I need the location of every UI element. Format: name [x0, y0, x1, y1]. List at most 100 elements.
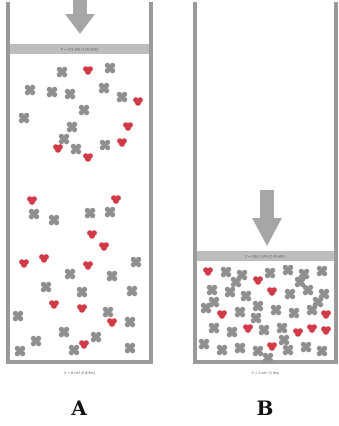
gas-molecule-icon	[126, 285, 138, 297]
gas-molecule-icon	[300, 341, 312, 353]
gas-molecule-icon	[124, 342, 136, 354]
gas-molecule-icon	[64, 88, 76, 100]
gas-molecule-icon	[267, 342, 277, 351]
gas-molecule-icon	[321, 310, 331, 319]
gas-molecule-icon	[288, 307, 300, 319]
down-arrow-icon	[252, 190, 282, 246]
gas-molecule-icon	[276, 322, 288, 334]
gas-molecule-icon	[224, 286, 236, 298]
gas-molecule-icon	[252, 300, 264, 312]
container-b	[193, 2, 338, 364]
gas-molecule-icon	[83, 261, 93, 270]
gas-molecule-icon	[30, 335, 42, 347]
gas-molecule-icon	[90, 331, 102, 343]
gas-molecule-icon	[78, 104, 90, 116]
gas-molecule-icon	[203, 267, 213, 276]
gas-molecule-icon	[18, 112, 30, 124]
gas-molecule-icon	[48, 214, 60, 226]
gas-molecule-icon	[46, 86, 58, 98]
gas-molecule-icon	[58, 326, 70, 338]
gas-molecule-icon	[316, 265, 328, 277]
gas-molecule-icon	[49, 300, 59, 309]
gas-molecule-icon	[293, 328, 303, 337]
gas-molecule-icon	[220, 266, 232, 278]
gas-molecule-icon	[76, 286, 88, 298]
gas-molecule-icon	[116, 91, 128, 103]
piston-a	[10, 44, 149, 54]
gas-molecule-icon	[316, 345, 328, 357]
piston-label-b: P = 203.1 kPa (2.00 atm)	[245, 255, 285, 259]
piston-b	[197, 251, 334, 261]
gas-molecule-icon	[282, 264, 294, 276]
gas-molecule-icon	[208, 322, 220, 334]
gas-molecule-icon	[270, 304, 282, 316]
panel-caption-b: B	[257, 396, 274, 420]
gas-molecule-icon	[53, 144, 63, 153]
gas-molecule-icon	[258, 324, 270, 336]
gas-molecule-icon	[243, 324, 253, 333]
gas-molecule-icon	[123, 122, 133, 131]
gas-molecule-icon	[104, 206, 116, 218]
gas-molecule-icon	[216, 344, 228, 356]
gas-molecule-icon	[107, 318, 117, 327]
gas-molecule-icon	[14, 345, 26, 357]
gas-molecule-icon	[111, 195, 121, 204]
gas-molecule-icon	[217, 310, 227, 319]
panel-a: P = 101 kPa (1.00 atm) V = 8 cm³ (0.8 lt…	[6, 0, 153, 375]
gas-molecule-icon	[99, 139, 111, 151]
volume-label-a: V = 8 cm³ (0.8 ltrs)	[64, 371, 95, 375]
gas-molecule-icon	[130, 256, 142, 268]
gas-molecule-icon	[230, 276, 242, 288]
gas-molecule-icon	[24, 84, 36, 96]
gas-molecule-icon	[321, 326, 331, 335]
gas-molecule-icon	[278, 334, 290, 346]
gas-molecule-icon	[58, 133, 70, 145]
gas-molecule-icon	[77, 304, 87, 313]
gas-molecule-icon	[70, 143, 82, 155]
molecules-a	[12, 62, 143, 357]
gas-molecule-icon	[28, 208, 40, 220]
molecules-b	[198, 264, 331, 364]
gas-molecule-icon	[252, 345, 264, 357]
gas-molecule-icon	[253, 276, 263, 285]
gas-molecule-icon	[68, 344, 80, 356]
gas-molecule-icon	[79, 340, 89, 349]
gas-molecule-icon	[87, 230, 97, 239]
gas-molecule-icon	[267, 287, 277, 296]
gas-molecule-icon	[84, 207, 96, 219]
gas-molecule-icon	[66, 121, 78, 133]
gas-molecule-icon	[133, 97, 143, 106]
container-a	[6, 2, 153, 364]
gas-molecule-icon	[264, 267, 276, 279]
gas-molecule-icon	[102, 306, 114, 318]
gas-molecule-icon	[226, 326, 238, 338]
piston-label-a: P = 101 kPa (1.00 atm)	[61, 48, 98, 52]
gas-molecule-icon	[40, 281, 52, 293]
down-arrow-icon	[65, 0, 95, 34]
gas-molecule-icon	[234, 342, 246, 354]
gas-molecule-icon	[83, 66, 93, 75]
gas-molecule-icon	[64, 268, 76, 280]
gas-molecule-icon	[27, 196, 37, 205]
gas-molecule-icon	[198, 338, 210, 350]
gas-molecule-icon	[117, 138, 127, 147]
gas-molecule-icon	[234, 306, 246, 318]
gas-molecule-icon	[284, 288, 296, 300]
volume-label-b: V = 2 cm³ (1 ltrs)	[252, 371, 280, 375]
gas-molecule-icon	[104, 62, 116, 74]
gas-molecule-icon	[99, 242, 109, 251]
gas-molecule-icon	[12, 310, 24, 322]
gas-molecule-icon	[208, 296, 220, 308]
panel-caption-a: A	[70, 396, 87, 420]
gas-molecule-icon	[83, 153, 93, 162]
gas-molecule-icon	[98, 82, 110, 94]
gas-molecule-icon	[307, 324, 317, 333]
gas-molecule-icon	[56, 66, 68, 78]
panel-b: P = 203.1 kPa (2.00 atm) V = 2 cm³ (1 lt…	[193, 2, 338, 375]
gas-molecule-icon	[39, 254, 49, 263]
gas-molecule-icon	[282, 344, 294, 356]
gas-molecule-icon	[106, 270, 118, 282]
gas-molecule-icon	[312, 296, 324, 308]
